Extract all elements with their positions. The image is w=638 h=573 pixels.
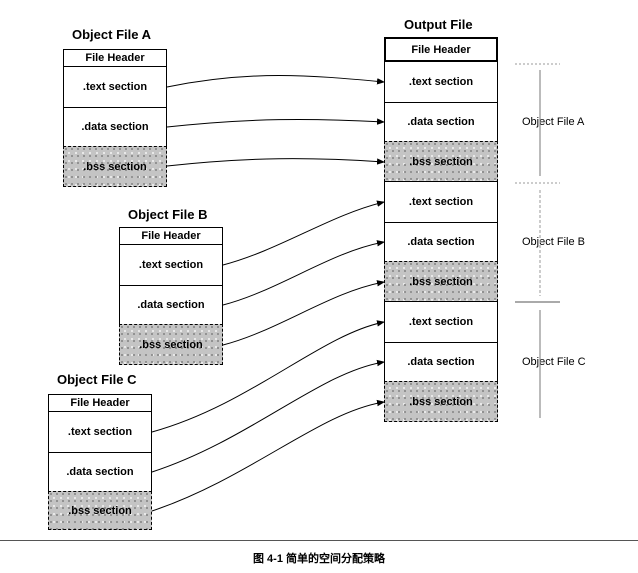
object-file-b-bss-section: .bss section	[119, 324, 223, 365]
object-file-b-data-section: .data section	[119, 285, 223, 325]
object-file-b-text-section: .text section	[119, 244, 223, 286]
output-c-data-section: .data section	[384, 342, 498, 382]
object-file-a-data-section: .data section	[63, 107, 167, 147]
output-group-label-b: Object File B	[522, 236, 585, 248]
output-file-title: Output File	[404, 17, 473, 32]
object-file-b-header: File Header	[119, 227, 223, 245]
object-file-c-data-section: .data section	[48, 452, 152, 492]
caption-rule	[0, 540, 638, 541]
output-c-bss-section: .bss section	[384, 381, 498, 422]
output-b-data-section: .data section	[384, 222, 498, 262]
output-b-bss-section: .bss section	[384, 261, 498, 302]
figure-caption: 图 4-1 简单的空间分配策略	[252, 553, 385, 565]
arrow-b-text	[222, 200, 385, 266]
object-file-a-bss-section: .bss section	[63, 146, 167, 187]
output-b-text-section: .text section	[384, 181, 498, 223]
object-file-a-title: Object File A	[72, 27, 151, 42]
arrow-b-data	[222, 240, 385, 306]
object-file-b-title: Object File B	[128, 207, 208, 222]
output-c-text-section: .text section	[384, 301, 498, 343]
object-file-c-header: File Header	[48, 394, 152, 412]
arrow-a-text	[166, 75, 385, 88]
output-group-label-a: Object File A	[522, 116, 585, 128]
arrow-c-bss	[151, 399, 385, 512]
arrow-a-bss	[166, 158, 385, 167]
object-file-c-title: Object File C	[57, 372, 137, 387]
output-a-data-section: .data section	[384, 102, 498, 142]
arrow-c-data	[151, 359, 385, 473]
arrow-c-text	[151, 320, 385, 433]
object-file-c-bss-section: .bss section	[48, 491, 152, 530]
arrow-a-data	[166, 118, 385, 128]
output-group-label-c: Object File C	[522, 356, 586, 368]
arrow-b-bss	[222, 280, 385, 346]
output-a-bss-section: .bss section	[384, 141, 498, 182]
